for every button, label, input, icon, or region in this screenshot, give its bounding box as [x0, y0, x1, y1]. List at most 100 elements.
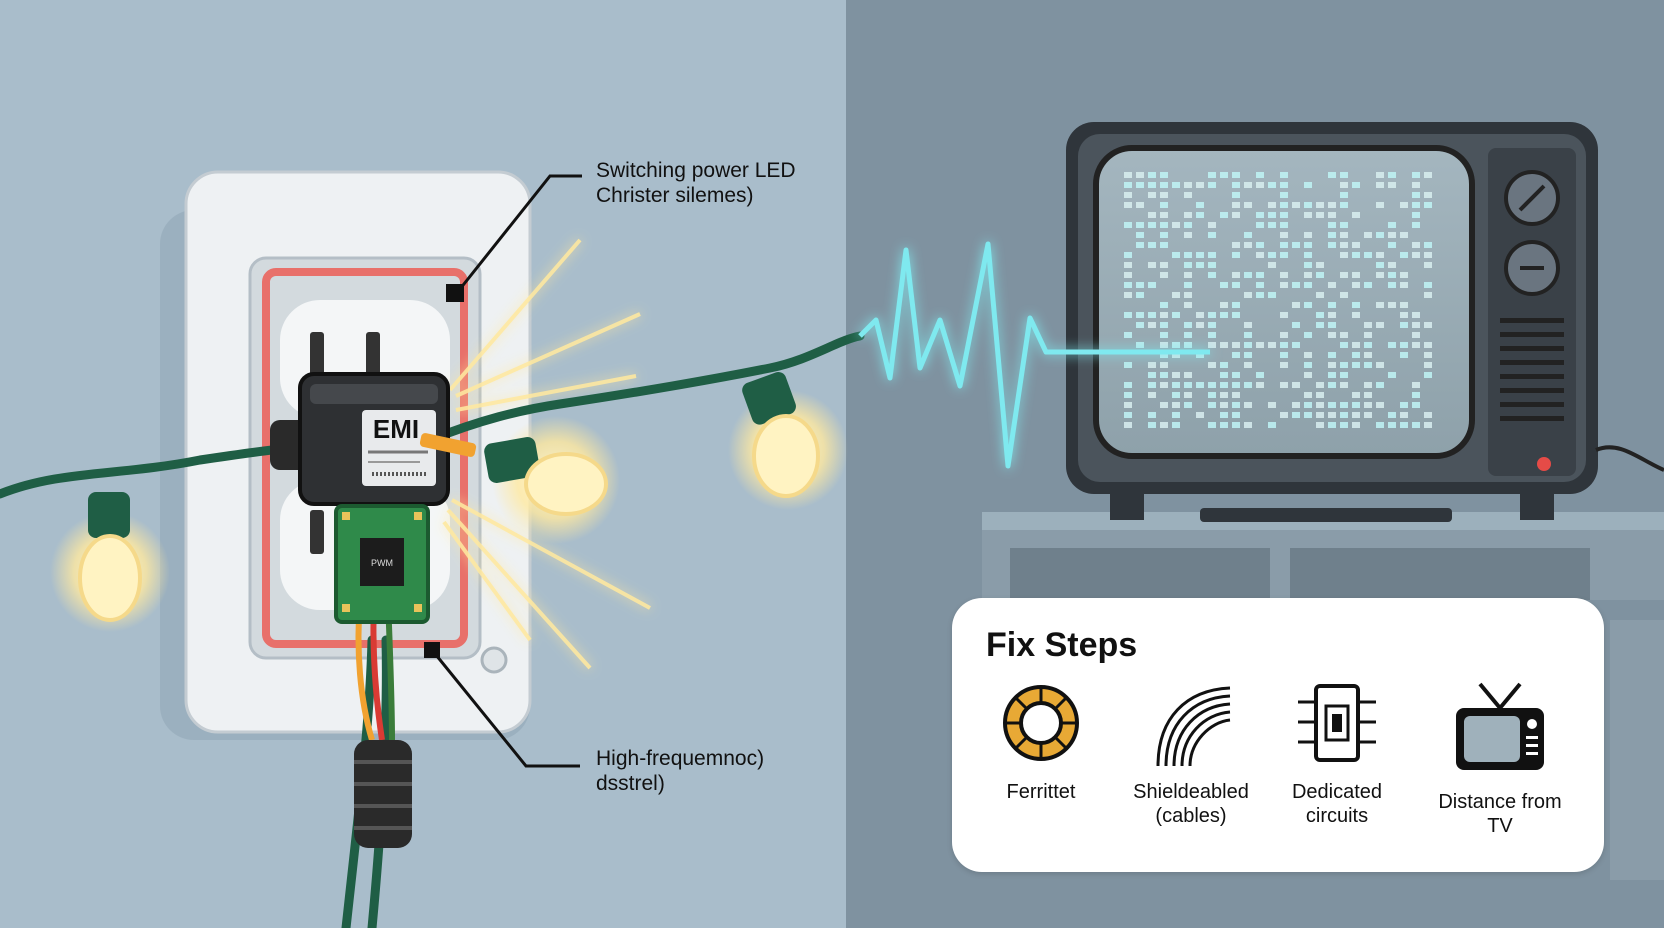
static-block	[1184, 302, 1192, 308]
static-block	[1400, 402, 1408, 408]
static-block	[1376, 172, 1384, 178]
static-block	[1340, 182, 1348, 188]
static-block	[1304, 252, 1312, 258]
static-block	[1328, 172, 1336, 178]
static-block	[1340, 342, 1348, 348]
static-block	[1340, 412, 1348, 418]
static-block	[1364, 412, 1372, 418]
static-block	[1364, 342, 1372, 348]
static-block	[1280, 242, 1288, 248]
static-block	[1256, 212, 1264, 218]
static-block	[1160, 172, 1168, 178]
static-block	[1364, 332, 1372, 338]
static-block	[1352, 252, 1360, 258]
static-block	[1268, 402, 1276, 408]
static-block	[1316, 212, 1324, 218]
static-block	[1148, 362, 1156, 368]
static-block	[1292, 302, 1300, 308]
static-block	[1256, 182, 1264, 188]
static-block	[1400, 202, 1408, 208]
static-block	[1424, 412, 1432, 418]
static-block	[1328, 382, 1336, 388]
static-block	[1136, 322, 1144, 328]
static-block	[1208, 252, 1216, 258]
static-block	[1376, 252, 1384, 258]
static-block	[1148, 372, 1156, 378]
static-block	[1220, 412, 1228, 418]
static-block	[1244, 332, 1252, 338]
static-block	[1292, 282, 1300, 288]
static-block	[1148, 262, 1156, 268]
static-block	[1280, 182, 1288, 188]
static-block	[1148, 412, 1156, 418]
static-block	[1184, 192, 1192, 198]
static-block	[1316, 392, 1324, 398]
static-block	[1244, 342, 1252, 348]
static-block	[1136, 222, 1144, 228]
static-block	[1136, 182, 1144, 188]
static-block	[1280, 222, 1288, 228]
static-block	[1220, 212, 1228, 218]
static-block	[1124, 222, 1132, 228]
fix-step-label-line1: Shieldeabled	[1133, 781, 1249, 803]
static-block	[1328, 212, 1336, 218]
static-block	[1304, 272, 1312, 278]
static-block	[1232, 302, 1240, 308]
static-block	[1304, 182, 1312, 188]
static-block	[1160, 332, 1168, 338]
static-block	[1232, 192, 1240, 198]
static-block	[1400, 252, 1408, 258]
static-block	[1388, 372, 1396, 378]
static-block	[1136, 312, 1144, 318]
static-block	[1328, 422, 1336, 428]
static-block	[1220, 302, 1228, 308]
static-block	[1352, 392, 1360, 398]
static-block	[1124, 392, 1132, 398]
static-block	[1340, 422, 1348, 428]
static-block	[1208, 392, 1216, 398]
static-block	[1340, 382, 1348, 388]
static-block	[1136, 172, 1144, 178]
static-block	[1232, 312, 1240, 318]
static-block	[1172, 372, 1180, 378]
static-block	[1412, 402, 1420, 408]
tv-stand	[982, 512, 1664, 880]
static-block	[1388, 282, 1396, 288]
callout-line-top	[454, 174, 582, 295]
static-block	[1292, 402, 1300, 408]
static-block	[1412, 192, 1420, 198]
static-block	[1376, 302, 1384, 308]
static-block	[1400, 422, 1408, 428]
static-block	[1340, 232, 1348, 238]
static-block	[1244, 272, 1252, 278]
static-block	[1208, 422, 1216, 428]
static-block	[1280, 382, 1288, 388]
static-block	[1412, 392, 1420, 398]
static-block	[1184, 252, 1192, 258]
static-block	[1412, 242, 1420, 248]
static-block	[1220, 382, 1228, 388]
static-block	[1412, 182, 1420, 188]
static-block	[1328, 322, 1336, 328]
static-block	[1352, 182, 1360, 188]
static-block	[1232, 252, 1240, 258]
bulb-right	[728, 372, 848, 510]
static-block	[1388, 412, 1396, 418]
static-block	[1172, 382, 1180, 388]
static-block	[1364, 352, 1372, 358]
static-block	[1196, 322, 1204, 328]
static-block	[1340, 222, 1348, 228]
static-block	[1172, 222, 1180, 228]
static-block	[1316, 292, 1324, 298]
static-block	[1172, 352, 1180, 358]
static-block	[1124, 412, 1132, 418]
static-block	[1400, 272, 1408, 278]
static-block	[1400, 322, 1408, 328]
static-block	[1328, 242, 1336, 248]
static-block	[1352, 342, 1360, 348]
static-block	[1196, 202, 1204, 208]
static-block	[1172, 182, 1180, 188]
static-block	[1292, 242, 1300, 248]
static-block	[1388, 222, 1396, 228]
tv-speaker-grille	[1500, 318, 1564, 421]
